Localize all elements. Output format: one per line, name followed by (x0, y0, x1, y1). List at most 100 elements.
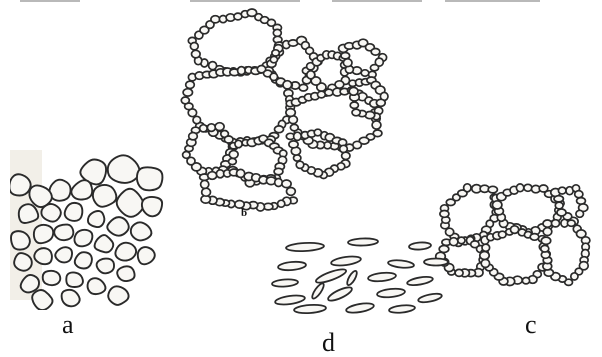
parenchyma-cell (41, 204, 60, 222)
elongated-cell (278, 261, 307, 271)
parenchyma-cell (88, 211, 104, 227)
parenchyma-cell (117, 189, 144, 217)
bead-cell (555, 202, 563, 209)
parenchyma-cell (66, 272, 83, 287)
parenchyma-cell (117, 266, 134, 281)
bead-cell (273, 29, 281, 36)
panel-c-cell-network (436, 184, 590, 286)
elongated-cell (331, 255, 362, 267)
parenchyma-cell (138, 247, 155, 264)
bead-cell (325, 89, 333, 96)
parenchyma-cell (108, 286, 128, 305)
bead-cell (287, 188, 296, 196)
bead-cell (530, 234, 539, 241)
parenchyma-cell (11, 231, 30, 250)
bead-cell (229, 158, 237, 164)
bead-cell (567, 220, 575, 226)
bead-cell (190, 43, 198, 50)
bead-cell (294, 132, 302, 140)
bead-cell (493, 201, 502, 209)
parenchyma-cell (97, 259, 114, 274)
bead-cell (552, 220, 560, 227)
bead-cell (571, 273, 578, 280)
parenchyma-cell (93, 185, 117, 207)
bead-cell (192, 50, 201, 58)
bead-cell (342, 152, 350, 159)
bead-cell (543, 228, 552, 236)
parenchyma-cell (95, 235, 114, 252)
bead-cell (209, 62, 217, 70)
bead-cell (272, 50, 279, 56)
elongated-cell (407, 275, 434, 286)
bead-cell (282, 180, 291, 188)
parenchyma-cell (75, 252, 92, 268)
bead-cell (201, 180, 209, 188)
bead-cell (370, 65, 378, 71)
panel-d-elongated-cells (272, 238, 448, 314)
bead-cell (275, 126, 284, 133)
elongated-cell (368, 272, 397, 283)
bead-cell (372, 121, 381, 129)
parenchyma-cell (62, 290, 80, 307)
label-c: c (525, 312, 537, 338)
elongated-cell (389, 304, 416, 314)
bead-cell (208, 172, 217, 180)
elongated-cell (418, 292, 443, 304)
bead-cell (274, 168, 283, 174)
bead-cell (200, 125, 207, 132)
bead-cell (275, 179, 283, 187)
elongated-cell (388, 259, 415, 269)
bead-cell (482, 244, 490, 251)
parenchyma-cell (43, 271, 61, 285)
bead-cell (455, 269, 463, 276)
bead-cell (181, 97, 189, 104)
bead-cell (458, 237, 465, 244)
bead-cell (193, 116, 201, 123)
bead-cell (341, 53, 350, 59)
elongated-cell (275, 294, 306, 306)
bead-cell (541, 245, 549, 252)
bead-cell (352, 109, 360, 116)
elongated-cell (348, 238, 378, 246)
bead-cell (480, 252, 489, 260)
bead-cell (238, 67, 246, 75)
panel-a-parenchyma-cells (8, 150, 162, 310)
parenchyma-cell (107, 217, 128, 236)
parenchyma-cell (115, 243, 136, 261)
bead-cell (215, 123, 224, 131)
bead-cell (558, 187, 566, 194)
bead-cell (290, 124, 298, 130)
bead-cell (278, 200, 285, 207)
bead-cell (189, 133, 198, 140)
parenchyma-cell (71, 180, 92, 199)
parenchyma-cell (19, 204, 38, 223)
bead-cell (543, 220, 552, 227)
parenchyma-cell (137, 167, 163, 190)
parenchyma-cell (108, 155, 140, 183)
bead-cell (554, 196, 563, 202)
bead-cell (224, 136, 233, 143)
bead-cell (522, 278, 529, 284)
parenchyma-cell (142, 197, 162, 216)
elongated-cell (294, 304, 326, 314)
bead-cell (371, 49, 380, 56)
bead-cell (440, 211, 449, 218)
bead-cell (183, 152, 190, 159)
parenchyma-cell (65, 203, 83, 221)
elongated-cell (272, 279, 298, 288)
bead-cell (343, 59, 352, 67)
bead-cell (235, 140, 242, 147)
bead-cell (202, 188, 211, 196)
parenchyma-cell (74, 230, 92, 247)
bead-cell (349, 87, 358, 95)
bead-cell (229, 151, 238, 159)
parenchyma-cell (54, 225, 73, 241)
bead-cell (294, 155, 301, 161)
elongated-cell (310, 282, 325, 300)
elongated-cell (377, 288, 406, 299)
bead-cell (450, 238, 458, 246)
bead-cell (289, 141, 298, 148)
elongated-cell (315, 267, 348, 285)
bead-cell (183, 89, 192, 96)
